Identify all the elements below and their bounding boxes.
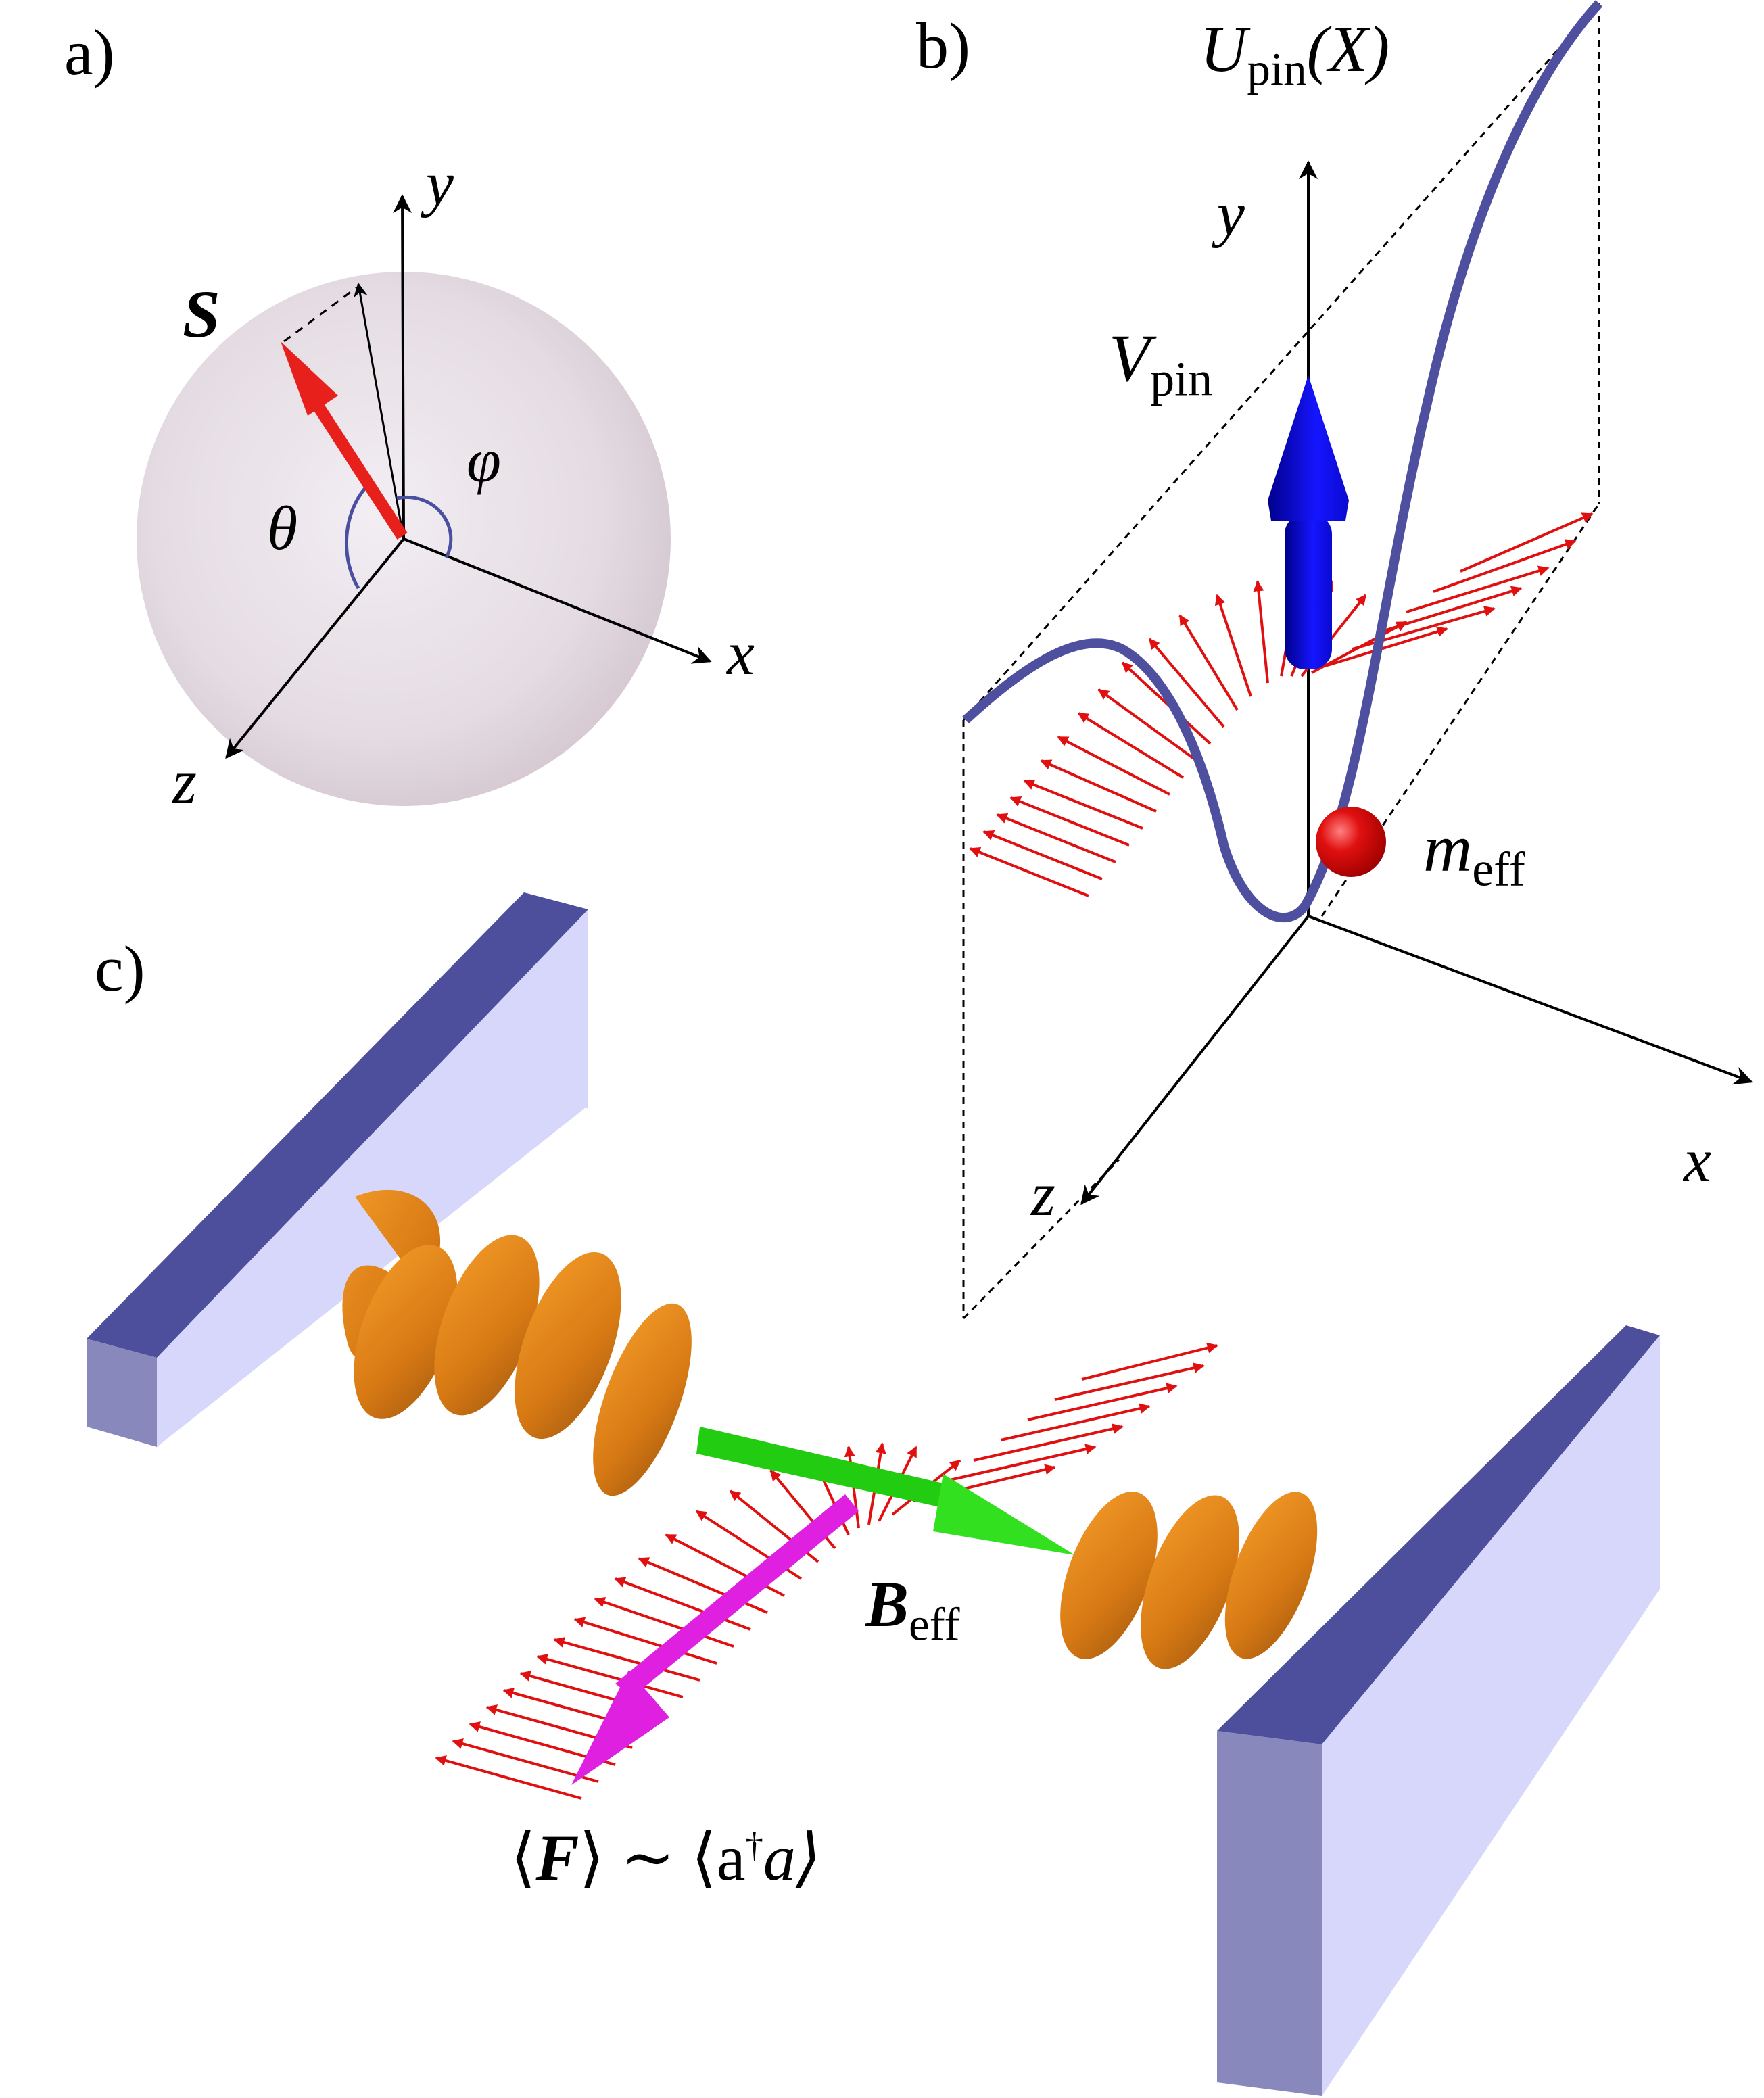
x-axis-arrow [403,538,712,664]
a-z-axis-label: z [172,747,197,816]
panel-b-potential [962,0,1753,1320]
panel-b-label: b) [916,9,970,82]
panel-c-cavity [87,892,1660,2096]
theta-arc [344,487,366,590]
b-y-axis-label: y [1217,179,1245,248]
z-axis-b [1080,915,1310,1206]
effective-mass-ball [1316,807,1386,877]
effective-field-arrow [696,1427,1075,1555]
spin-texture-c [435,1342,1218,1800]
panel-a-label: a) [64,16,115,89]
potential-label: Upin(X) [1200,13,1390,95]
pinning-label: Vpin [1109,320,1213,406]
phi-label: φ [467,426,501,495]
left-light-helix [342,1189,692,1496]
effective-field-label: Beff [865,1568,960,1650]
theta-label: θ [267,494,298,563]
projection-arrow [353,282,405,540]
force-arrow [571,1494,859,1785]
z-axis-arrow [225,538,405,759]
spin-vector-label: S [183,277,220,352]
b-x-axis-label: x [1684,1126,1711,1195]
left-mirror [87,892,588,1447]
panel-a-bloch-sphere [137,194,712,806]
pinning-arrow [1268,375,1349,669]
y-axis-arrow [393,194,412,540]
phi-arc [396,495,453,559]
projection-box [962,3,1600,1320]
panel-c-label: c) [95,932,145,1005]
effective-mass-label: meff [1423,811,1525,897]
spin-arrow-head [281,341,338,416]
right-mirror [1217,1325,1660,2096]
b-z-axis-label: z [1031,1160,1055,1229]
spin-arrow-shaft [312,402,408,540]
a-y-axis-label: y [426,149,454,218]
projection-dashed [283,286,358,343]
force-expectation-label: ⟨F⟩ ∼ ⟨a†a⟩ [510,1821,821,1894]
x-axis-b [1308,915,1753,1085]
right-light-helix [1060,1492,1318,1669]
a-x-axis-label: x [727,619,755,688]
potential-curve [962,0,1603,923]
